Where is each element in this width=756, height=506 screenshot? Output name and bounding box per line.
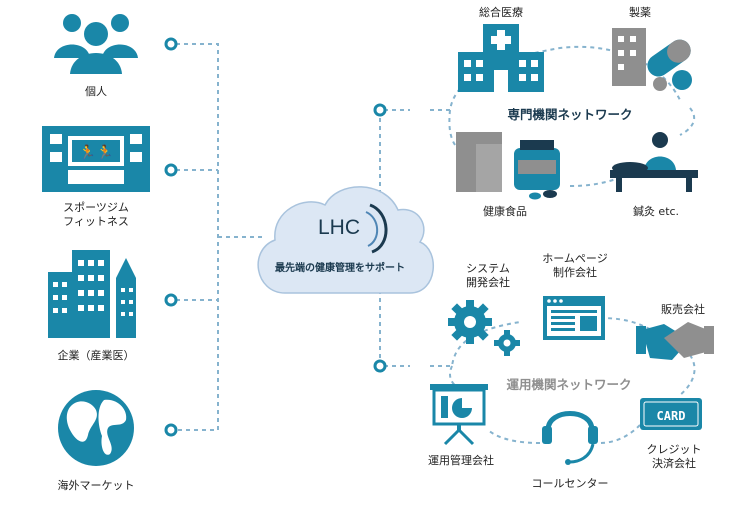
presentation-board-icon <box>430 384 488 446</box>
cloud-subtitle: 最先端の健康管理をサポート <box>275 263 405 274</box>
health-food-icon <box>456 132 560 200</box>
label-health-food: 健康食品 <box>483 205 527 218</box>
lhc-cloud <box>257 186 434 294</box>
headset-icon <box>542 411 598 465</box>
card-text: CARD <box>657 409 686 423</box>
credit-card-icon: CARD <box>640 398 702 430</box>
label-acupuncture: 鍼灸 etc. <box>632 205 680 218</box>
connector-nodes <box>164 37 387 437</box>
label-web-production: ホームページ 制作会社 <box>542 252 608 279</box>
gym-icon: 🏃🏃 <box>42 126 150 192</box>
gears-icon <box>448 300 520 356</box>
label-credit-payment: クレジット 決済会社 <box>646 443 702 470</box>
handshake-icon <box>636 322 714 360</box>
specialist-network-title: 専門機関ネットワーク <box>507 107 633 122</box>
svg-text:🏃🏃: 🏃🏃 <box>79 144 114 161</box>
acupuncture-icon <box>610 132 698 192</box>
people-icon <box>54 14 138 74</box>
label-individual: 個人 <box>85 85 107 98</box>
label-overseas-market: 海外マーケット <box>57 479 135 492</box>
label-system-dev: システム 開発会社 <box>466 262 510 289</box>
label-operations-mgmt: 運用管理会社 <box>428 454 494 467</box>
label-gym-fitness: スポーツジム フィットネス <box>63 201 129 228</box>
globe-icon <box>58 390 134 466</box>
cloud-title: LHC <box>317 216 360 239</box>
hospital-icon <box>458 24 544 92</box>
webpage-icon <box>543 296 605 340</box>
operation-network-title: 運用機関ネットワーク <box>506 377 632 392</box>
label-general-hospital: 総合医療 <box>479 6 523 19</box>
pharma-icon <box>612 28 692 91</box>
label-sales-company: 販売会社 <box>661 303 705 316</box>
label-enterprise: 企業（産業医） <box>57 349 135 362</box>
label-call-center: コールセンター <box>531 477 609 490</box>
office-buildings-icon <box>48 250 136 338</box>
label-pharma: 製薬 <box>629 6 651 19</box>
